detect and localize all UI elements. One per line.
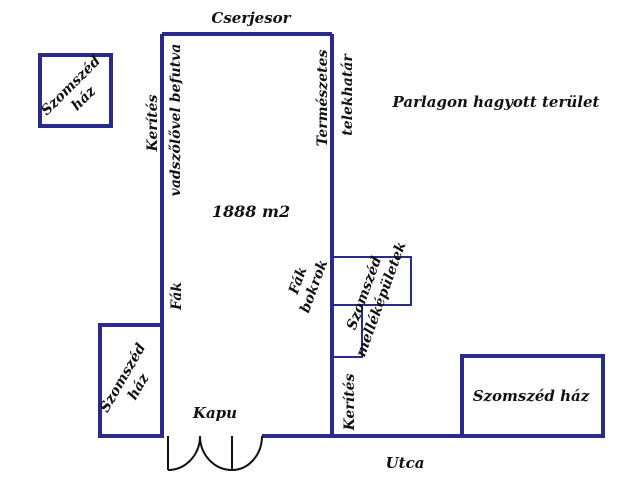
north-road-label: Cserjesor [211, 9, 291, 27]
svg-text:telekhatár: telekhatár [340, 53, 356, 136]
svg-text:Fák: Fák [169, 282, 185, 311]
svg-text:Természetes: Természetes [315, 49, 331, 146]
right-fence-label: Kerítés [342, 374, 358, 432]
neighbor-house-right [460, 354, 605, 438]
left-trees-label: Fák [169, 282, 185, 311]
svg-text:Kerítés: Kerítés [145, 95, 161, 153]
fallow-land-label: Parlagon hagyott terület [392, 93, 600, 111]
neighbor-house-topleft-label: Szomszéd ház [38, 53, 104, 119]
svg-text:Szomszéd: Szomszéd [38, 53, 104, 119]
gate-label: Kapu [192, 404, 237, 422]
street-label: Utca [386, 454, 425, 472]
neighbor-outbuildings [332, 256, 412, 358]
gate [167, 435, 263, 471]
neighbor-house-bottomleft-label: Szomszéd ház [97, 341, 153, 416]
left-fence-label: Kerítés [145, 95, 161, 153]
svg-text:Kerítés: Kerítés [342, 374, 358, 432]
neighbor-house-right-label: Szomszéd ház [473, 387, 590, 405]
trees-bushes-label: Fák bokrok [286, 257, 332, 315]
neighbor-outbuildings-label: Szomszéd melléképületek [344, 239, 410, 359]
left-fence-vine-label: vadszőlővel befutva [168, 44, 184, 197]
right-boundary-label: Természetes [315, 49, 331, 146]
neighbor-house-bottomleft [98, 323, 164, 438]
right-boundary-label-2: telekhatár [340, 53, 356, 136]
neighbor-house-topleft [38, 53, 113, 128]
svg-text:vadszőlővel befutva: vadszőlővel befutva [168, 44, 184, 197]
area-label: 1888 m2 [212, 202, 290, 221]
